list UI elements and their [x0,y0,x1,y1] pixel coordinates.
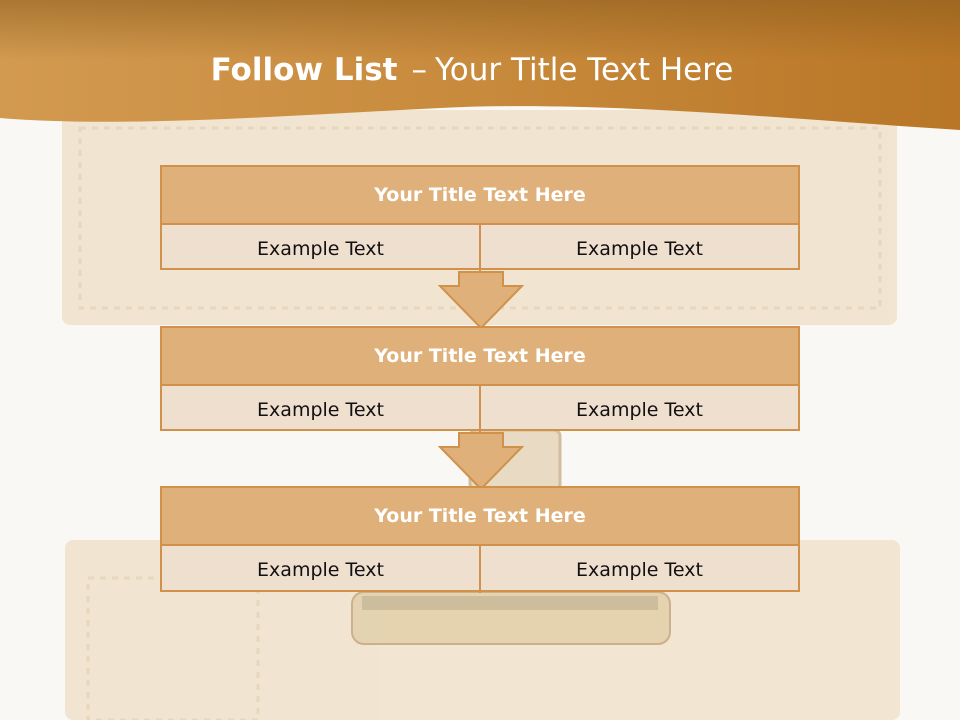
step-title: Your Title Text Here [162,328,798,386]
step-right-text: Example Text [576,398,703,421]
step-box-1: Your Title Text Here Example Text Exampl… [160,165,800,272]
step-title: Your Title Text Here [162,167,798,225]
slide-title-bold: Follow List [210,52,398,88]
step-left-text: Example Text [162,386,481,433]
down-arrow-icon [438,271,524,329]
slide-title: Follow List–Your Title Text Here [0,52,944,88]
down-arrow-icon [438,432,524,490]
stamp-ornament [351,428,671,645]
step-left-text: Example Text [162,546,481,593]
slide-title-rest: Your Title Text Here [434,52,734,88]
step-left-text: Example Text [162,225,481,272]
step-right-text: Example Text [576,558,703,581]
step-box-2: Your Title Text Here Example Text Exampl… [160,326,800,433]
slide-title-dash: – [411,52,427,88]
step-box-3: Your Title Text Here Example Text Exampl… [160,486,800,593]
step-right-text: Example Text [576,237,703,260]
step-title: Your Title Text Here [162,488,798,546]
